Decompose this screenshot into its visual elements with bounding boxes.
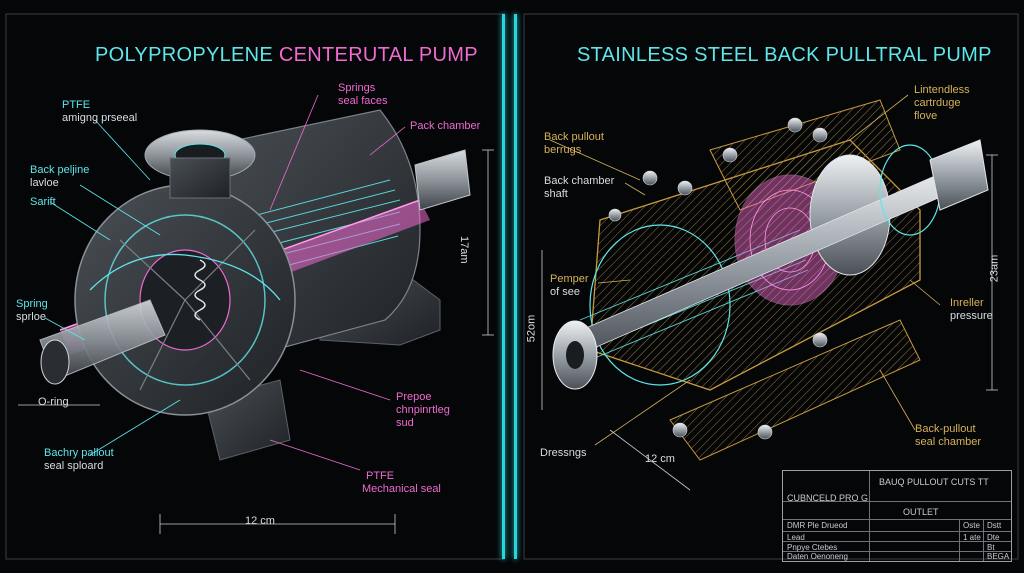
label-text: Back-pullout	[915, 423, 976, 435]
dimension-vertical-left: 17am	[458, 236, 470, 264]
label-sarift: Sarift	[30, 196, 56, 208]
label-text: Back chamber	[544, 175, 615, 187]
dimension-vertical-right-left: 52om	[525, 314, 538, 343]
tb-r3c0: Daten Oenoneng	[787, 552, 848, 561]
label-text: Spring	[16, 298, 48, 310]
dimension-horizontal-left: 12 cm	[245, 515, 275, 527]
label-subtext: flove	[914, 110, 938, 122]
tb-r1c2: 1 ate	[963, 533, 981, 542]
label-text: Pemper	[550, 273, 589, 285]
tb-r2c3: Bt	[987, 543, 995, 552]
label-text: Lintendless	[914, 84, 970, 96]
label-subtext: shaft	[544, 188, 568, 200]
label-subtext: lavloe	[30, 177, 59, 189]
tb-r2c0: Pnpye Ctebes	[787, 543, 838, 552]
label-back-pullout-seal: Back-pullout seal chamber	[915, 423, 981, 449]
tb-r1c3: Dte	[987, 533, 1000, 542]
dimension-12cm: 12 cm	[645, 453, 675, 465]
panel-divider-left	[502, 14, 505, 559]
label-bachry-pallout: Bachry pallout seal sploard	[44, 447, 114, 473]
title-block-left-title: CUBNCELD PRO G	[787, 493, 869, 503]
tb-r0c0: DMR Ple Drueod	[787, 521, 848, 530]
stainless-pump-drawing	[523, 13, 1019, 560]
label-ptfe-top: PTFE amigng prseeal	[62, 99, 137, 125]
dimension-vertical-right: 23am	[988, 254, 1001, 283]
label-back-chamber: Back chamber shaft	[544, 175, 614, 201]
label-subtext: seal chamber	[915, 436, 982, 448]
label-text: Inreller	[950, 297, 984, 309]
right-panel: STAINLESS STEEL BACK PULLTRAL PUMP Linte…	[520, 0, 1024, 573]
label-subtext: sprloe	[16, 311, 46, 323]
label-text: PTFE	[62, 99, 91, 111]
panel-divider-right	[514, 14, 517, 559]
title-block: BAUQ PULLOUT CUTS TT CUBNCELD PRO G OUTL…	[782, 470, 1012, 562]
label-subtext: sud	[396, 417, 414, 429]
label-text: PTFE	[366, 470, 395, 482]
label-oring: O-ring	[38, 396, 69, 408]
left-panel: POLYPROPYLENE CENTERUTAL PUMP PTFE amign…	[0, 0, 508, 573]
label-subtext: seal sploard	[44, 460, 104, 472]
label-text: Prepoe	[396, 391, 432, 403]
label-subtext: seal faces	[338, 95, 388, 107]
label-inreller: Inreller pressure	[950, 297, 993, 323]
label-text: Springs	[338, 82, 376, 94]
label-pemper: Pemper of see	[550, 273, 589, 299]
label-subtext: Mechanical seal	[362, 483, 441, 495]
label-text: Back pullout	[544, 131, 604, 143]
tb-r0c2: Oste	[963, 521, 980, 530]
title-block-outlet: OUTLET	[903, 507, 939, 517]
right-title: STAINLESS STEEL BACK PULLTRAL PUMP	[577, 44, 992, 66]
label-springs: Springs seal faces	[338, 82, 388, 108]
label-spring: Spring sprloe	[16, 298, 48, 324]
label-subtext: berrugs	[544, 144, 582, 156]
left-title-material: POLYPROPYLENE	[95, 44, 274, 66]
label-ptfe-mechanical-seal: PTFE Mechanical seal	[362, 470, 441, 496]
tb-r1c0: Lead	[787, 533, 805, 542]
title-block-header: BAUQ PULLOUT CUTS TT	[879, 477, 989, 487]
label-back-pullout: Back pullout berrugs	[544, 131, 604, 157]
label-subtext: cartrduge	[914, 97, 961, 109]
label-subtext: of see	[550, 286, 580, 298]
left-title-type: CENTERUTAL PUMP	[278, 44, 478, 66]
label-back-line: Back peljine lavloe	[30, 164, 89, 190]
polypropylene-pump-drawing	[5, 13, 505, 560]
label-text: Bachry pallout	[44, 447, 114, 459]
left-title: POLYPROPYLENE CENTERUTAL PUMP	[95, 44, 478, 67]
label-prepoe: Prepoe chnpinrtleg sud	[396, 391, 450, 430]
label-subtext: chnpinrtleg	[396, 404, 450, 416]
label-lintendless: Lintendless cartrduge flove	[914, 84, 970, 123]
tb-r3c3: BEGA	[987, 552, 1010, 561]
label-subtext: amigng prseeal	[62, 112, 138, 124]
label-text: Back peljine	[30, 164, 90, 176]
label-subtext: pressure	[950, 310, 993, 322]
label-dressngs: Dressngs	[540, 447, 587, 459]
tb-r0c3: Dstt	[987, 521, 1002, 530]
label-pack-chamber: Pack chamber	[410, 120, 481, 132]
